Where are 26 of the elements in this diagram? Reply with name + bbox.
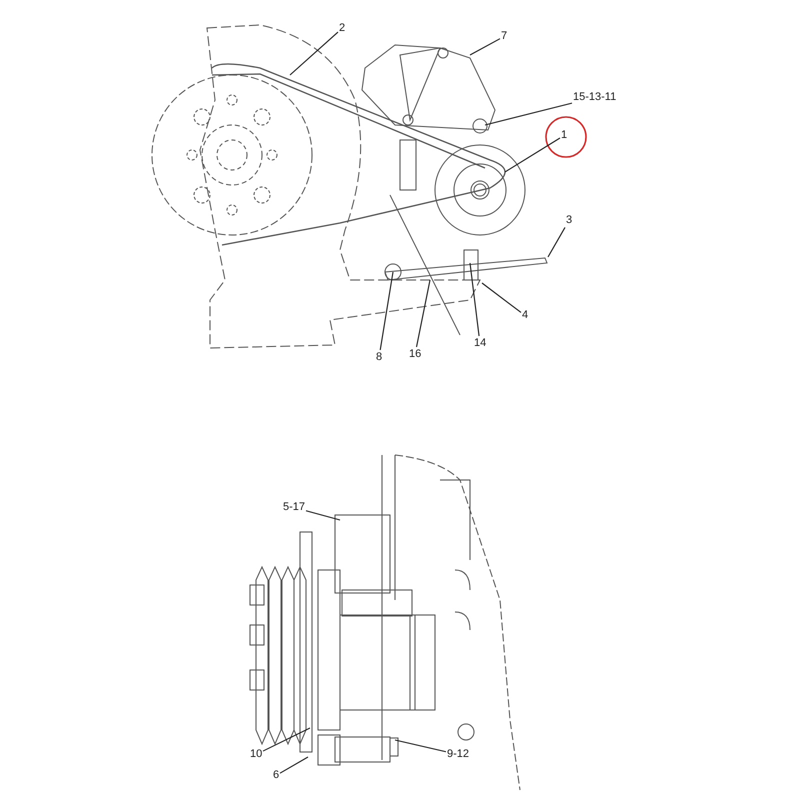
- leader-line: [280, 756, 308, 774]
- callout-number: 3: [566, 214, 572, 227]
- leader-line: [394, 739, 446, 752]
- callout-number: 15-13-11: [573, 91, 616, 104]
- leader-line: [504, 138, 560, 172]
- leader-line: [548, 227, 566, 258]
- leader-line: [290, 32, 338, 76]
- leader-line: [482, 282, 522, 313]
- callout-number: 14: [474, 337, 486, 350]
- leader-line: [306, 510, 340, 521]
- callout-number: 1: [561, 129, 568, 142]
- callout-number: 10: [250, 748, 262, 761]
- leader-line: [416, 280, 431, 348]
- callout-number: 16: [409, 348, 422, 361]
- callout-number: 9-12: [447, 748, 470, 761]
- leader-line: [380, 272, 394, 350]
- callout-number: 5-17: [283, 501, 306, 514]
- leader-line: [262, 728, 310, 752]
- leader-line: [484, 102, 572, 126]
- callout-number: 4: [522, 309, 528, 322]
- callout-number: 7: [501, 30, 508, 43]
- callout-number: 2: [339, 22, 346, 35]
- callout-number: 6: [273, 769, 280, 782]
- leader-line: [469, 262, 480, 336]
- callout-number: 8: [376, 351, 382, 364]
- leader-line: [470, 38, 500, 56]
